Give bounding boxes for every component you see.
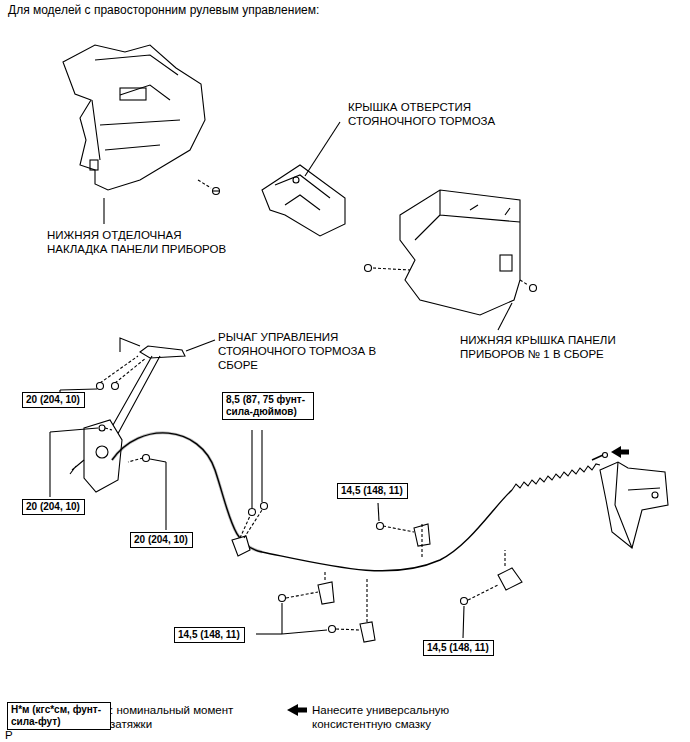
part-name: НИЖНЯЯ КРЫШКА ПАНЕЛИ ПРИБОРОВ № 1 В СБОР… xyxy=(460,333,660,361)
hole-cover xyxy=(262,165,345,236)
legend-text: Нанесите универсальную консистентную сма… xyxy=(312,703,462,731)
bolt xyxy=(249,503,468,633)
brake-lever xyxy=(70,338,185,492)
torque-value: 20 (204, 10) xyxy=(26,501,81,513)
grease-arrow xyxy=(611,446,629,458)
part-name: НИЖНЯЯ ОТДЕЛОЧНАЯ НАКЛАДКА ПАНЕЛИ ПРИБОР… xyxy=(47,228,232,256)
cable-spring xyxy=(512,464,600,490)
torque-box: 14,5 (148, 11) xyxy=(423,640,494,656)
diagram-title: Для моделей с правосторонним рулевым упр… xyxy=(8,3,319,17)
torque-value: Н*м (кгс*см, фунт-сила-фут) xyxy=(11,704,107,728)
cable-clamp xyxy=(232,524,522,642)
torque-value: 20 (204, 10) xyxy=(134,534,189,546)
page-mark: P xyxy=(5,728,19,742)
screw xyxy=(530,285,537,292)
legend-text: : номинальный момент затяжки xyxy=(110,703,240,731)
torque-box: 14,5 (148, 11) xyxy=(337,483,408,499)
torque-value: 14,5 (148, 11) xyxy=(427,642,490,654)
screw xyxy=(365,265,372,272)
torque-box: Н*м (кгс*см, фунт-сила-фут) xyxy=(7,702,111,730)
torque-value: 20 (204, 10) xyxy=(26,394,81,406)
torque-value: 8,5 (87, 75 фунт-сила-дюймов) xyxy=(226,394,310,418)
torque-box: 20 (204, 10) xyxy=(22,392,85,408)
part-name: РЫЧАГ УПРАВЛЕНИЯ СТОЯНОЧНОГО ТОРМОЗА В С… xyxy=(218,330,383,372)
torque-box: 14,5 (148, 11) xyxy=(174,627,245,643)
torque-value: 14,5 (148, 11) xyxy=(178,629,241,641)
pedal-bracket xyxy=(600,462,668,548)
lower-cover xyxy=(400,190,520,315)
finish-panel xyxy=(63,45,205,190)
screw xyxy=(213,188,220,195)
torque-box: 8,5 (87, 75 фунт-сила-дюймов) xyxy=(222,392,314,420)
legend-arrow-sample xyxy=(287,704,307,716)
torque-value: 14,5 (148, 11) xyxy=(341,485,404,497)
torque-box: 20 (204, 10) xyxy=(130,532,193,548)
brake-cable xyxy=(112,433,512,571)
part-name: КРЫШКА ОТВЕРСТИЯ СТОЯНОЧНОГО ТОРМОЗА xyxy=(348,100,538,128)
torque-box: 20 (204, 10) xyxy=(22,499,85,515)
